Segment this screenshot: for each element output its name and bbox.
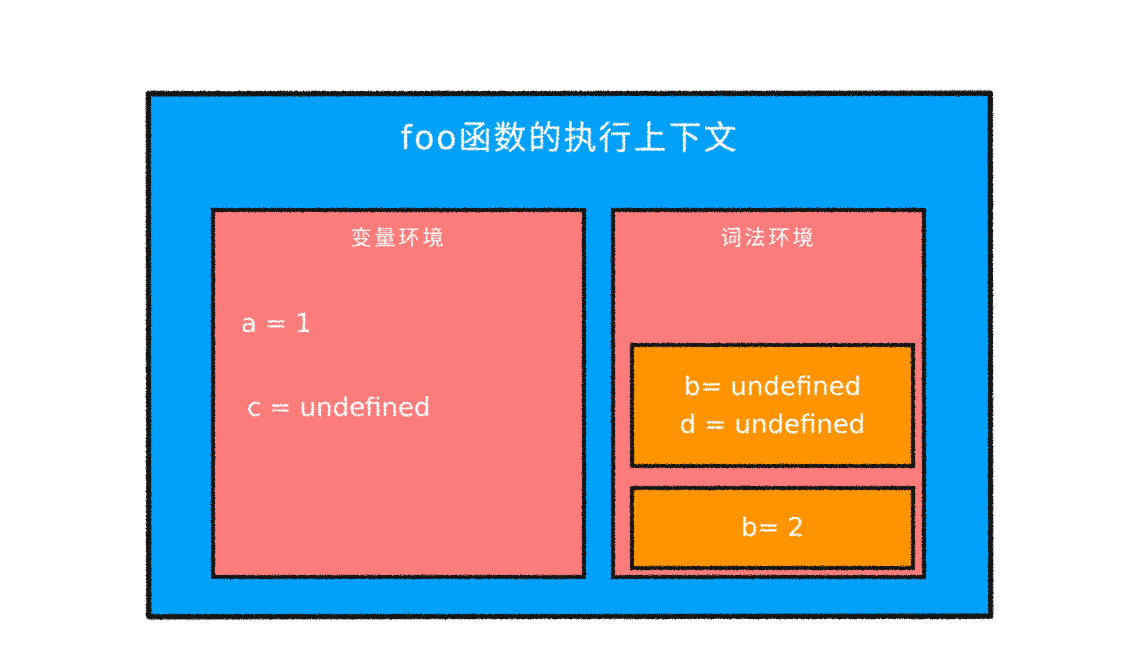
lexical-environment-panel: 词法环境 b= undefined d = undefined b= 2 — [611, 208, 926, 579]
binding-c: c = undefined — [247, 393, 431, 423]
variable-environment-panel: 变量环境 a = 1 c = undefined — [211, 208, 586, 579]
binding-d-undefined: d = undefined — [679, 409, 866, 440]
variable-environment-title: 变量环境 — [350, 226, 447, 250]
execution-context-title: foo函数的执行上下文 — [400, 118, 739, 157]
binding-b-2: b= 2 — [740, 513, 805, 543]
variable-environment-binding-list: a = 1 c = undefined — [241, 308, 572, 424]
execution-context-container: foo函数的执行上下文 变量环境 a = 1 c = undefined 词法环… — [146, 91, 993, 619]
lexical-environment-title: 词法环境 — [720, 226, 817, 250]
lexical-inner-block: b= 2 — [630, 486, 915, 570]
binding-a: a = 1 — [241, 309, 312, 339]
lexical-outer-block: b= undefined d = undefined — [630, 343, 915, 468]
binding-b-undefined: b= undefined — [683, 371, 862, 402]
